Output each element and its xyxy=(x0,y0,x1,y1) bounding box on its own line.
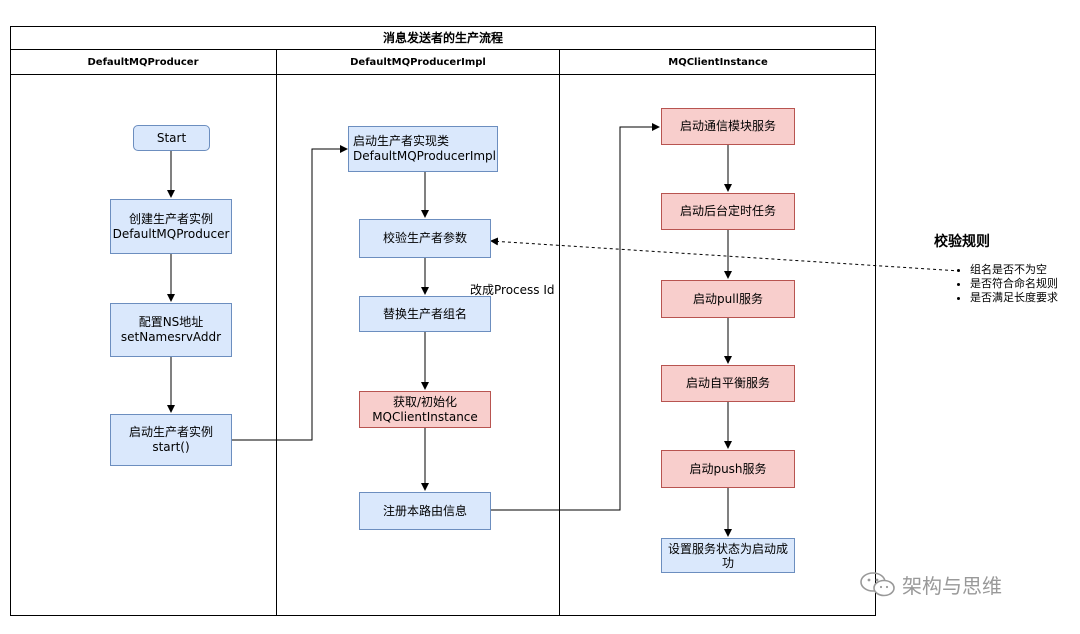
node-check-params: 校验生产者参数 xyxy=(359,219,491,258)
edge-start-to-impl xyxy=(232,145,348,441)
edge-label-process-id: 改成Process Id xyxy=(470,283,555,297)
swimlane-pool xyxy=(10,26,876,616)
note-rule-item: 组名是否不为空 xyxy=(970,263,1058,277)
lane-header-default-mq-producer: DefaultMQProducer xyxy=(10,50,277,75)
node-start: Start xyxy=(133,125,210,151)
node-start-pull: 启动pull服务 xyxy=(661,280,795,318)
node-start-producer: 启动生产者实例 start() xyxy=(110,414,232,466)
node-start-comm: 启动通信模块服务 xyxy=(661,108,795,145)
diagram-title: 消息发送者的生产流程 xyxy=(10,26,876,50)
lane-default-mq-producer-impl xyxy=(277,75,560,616)
edge-note-to-check xyxy=(490,237,961,272)
node-start-timer: 启动后台定时任务 xyxy=(661,193,795,230)
note-rules-list: 组名是否不为空 是否符合命名规则 是否满足长度要求 xyxy=(954,263,1058,305)
node-create-producer: 创建生产者实例 DefaultMQProducer xyxy=(110,199,232,254)
lane-header-mq-client-instance: MQClientInstance xyxy=(560,50,876,75)
watermark-text: 架构与思维 xyxy=(902,573,1002,598)
note-rule-item: 是否满足长度要求 xyxy=(970,291,1058,305)
node-start-push: 启动push服务 xyxy=(661,450,795,488)
node-config-ns: 配置NS地址 setNamesrvAddr xyxy=(110,303,232,357)
node-impl-start: 启动生产者实现类 DefaultMQProducerImpl xyxy=(348,126,498,172)
wechat-icon xyxy=(860,572,895,597)
watermark: 架构与思维 xyxy=(858,569,1002,599)
lane-default-mq-producer xyxy=(10,75,277,616)
node-start-balance: 启动自平衡服务 xyxy=(661,365,795,402)
node-get-instance: 获取/初始化 MQClientInstance xyxy=(359,391,491,428)
node-set-status: 设置服务状态为启动成 功 xyxy=(661,538,795,573)
edge-register-to-comm xyxy=(491,123,660,511)
note-rule-item: 是否符合命名规则 xyxy=(970,277,1058,291)
node-replace-group: 替换生产者组名 xyxy=(359,296,491,332)
node-register: 注册本路由信息 xyxy=(359,492,491,530)
lane-header-default-mq-producer-impl: DefaultMQProducerImpl xyxy=(277,50,560,75)
note-title: 校验规则 xyxy=(934,234,990,250)
